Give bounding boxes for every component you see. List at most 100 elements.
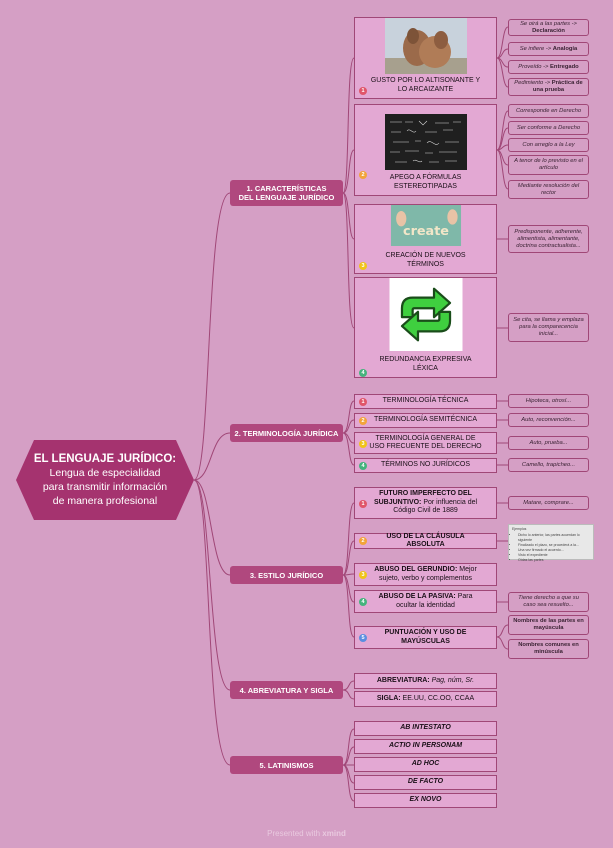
subtopic-bold: USO DE LA CLÁUSULA ABSOLUTA (386, 532, 465, 549)
leaf-declaracion[interactable]: Se oirá a las partes -> Declaración (508, 19, 589, 36)
number-badge: 2 (359, 537, 367, 545)
leaf-tiene-derecho[interactable]: Tiene derecho a que su caso sea resuelto… (508, 592, 589, 612)
note-item: Visto el expediente (518, 553, 590, 558)
leaf-text: Auto, prueba... (529, 439, 568, 446)
leaf-arreglo[interactable]: Con arreglo a la Ley (508, 138, 589, 152)
branch-label: 3. ESTILO JURÍDICO (249, 570, 324, 580)
subtopic-bold: SIGLA: (376, 694, 401, 702)
latinismo-de-facto[interactable]: DE FACTO (354, 775, 497, 790)
leaf-prueba[interactable]: Pedimiento -> Práctica de una prueba (508, 78, 589, 96)
leaf-text: Se cita, se llama y emplaza para la comp… (513, 317, 584, 337)
branch-abreviatura[interactable]: 4. ABREVIATURA Y SIGLA (230, 681, 343, 699)
leaf-minusculas[interactable]: Nombres comunes en minúscula (508, 639, 589, 659)
branch-terminologia[interactable]: 2. TERMINOLOGÍA JURÍDICA (230, 424, 343, 442)
note-item: Dicho lo anterior, las partes acuerdan l… (518, 533, 590, 543)
number-badge: 4 (359, 598, 367, 606)
leaf-text: Hipoteca, otrosí... (525, 397, 572, 404)
central-topic[interactable]: EL LENGUAJE JURÍDICO: Lengua de especial… (16, 440, 194, 520)
latinismo-label: AB INTESTATO (400, 724, 451, 732)
subtopic-abreviatura[interactable]: ABREVIATURA: Pag, núm, Sr. (354, 673, 497, 689)
leaf-tenor[interactable]: A tenor de lo previsto en el artículo (508, 155, 589, 175)
latinismo-ex-novo[interactable]: EX NOVO (354, 793, 497, 808)
latinismo-label: DE FACTO (407, 778, 444, 786)
latinismo-label: ACTIO IN PERSONAM (388, 742, 463, 750)
leaf-predisponente[interactable]: Predisponente, adherente, alimentista, a… (508, 225, 589, 253)
central-subtitle-line-3: de manera profesional (52, 495, 158, 507)
latinismo-actio-in-personam[interactable]: ACTIO IN PERSONAM (354, 739, 497, 754)
leaf-hipoteca[interactable]: Hipoteca, otrosí... (508, 394, 589, 408)
latinismo-label: AD HOC (411, 760, 440, 768)
note-item: Finalizado el plazo, se procederá a la..… (518, 543, 590, 548)
leaf-reconvencion[interactable]: Auto, reconvención... (508, 413, 589, 427)
subtopic-rest: Pag, núm, Sr. (429, 676, 475, 684)
leaf-entregado[interactable]: Proveído -> Entregado (508, 60, 589, 74)
latinismo-ad-hoc[interactable]: AD HOC (354, 757, 497, 772)
leaf-text: A tenor de lo previsto en el artículo (514, 158, 583, 171)
leaf-bold: Nombres comunes en minúscula (518, 642, 579, 655)
leaf-text: Tiene derecho a que su caso sea resuelto… (518, 595, 579, 608)
leaf-text: Predisponente, adherente, alimentista, a… (514, 228, 583, 249)
subtopic-creacion[interactable]: 3 create CREACIÓN DE NUEVOS TÉRMINOS (354, 204, 497, 274)
leaf-text: Se oirá a las partes -> (520, 20, 577, 27)
leaf-emplaza[interactable]: Se cita, se llama y emplaza para la comp… (508, 313, 589, 342)
leaf-matare[interactable]: Matare, comprare... (508, 496, 589, 510)
subtopic-sigla[interactable]: SIGLA: EE.UU, CC.OO, CCAA (354, 691, 497, 707)
create-letters-photo: create (390, 205, 461, 246)
leaf-text: Se infiere -> (519, 45, 553, 52)
number-badge: 4 (359, 462, 367, 470)
leaf-text: Matare, comprare... (523, 499, 574, 506)
leaf-text: Mediante resolución del rector (517, 182, 580, 196)
note-examples[interactable]: Ejemplos Dicho lo anterior, las partes a… (508, 524, 594, 562)
subtopic-label: APEGO A FÓRMULAS ESTEREOTIPADAS (389, 174, 462, 190)
central-subtitle-line-2: para transmitir información (42, 481, 168, 493)
leaf-camello[interactable]: Camello, trapicheo... (508, 458, 589, 472)
leaf-text: Proveído -> (518, 63, 551, 70)
footer-credit: Presented with xmind (0, 829, 613, 838)
branch-estilo[interactable]: 3. ESTILO JURÍDICO (230, 566, 343, 584)
leaf-bold: Declaración (532, 27, 565, 34)
subtopic-rest: Mejor sujeto, verbo y complementos (379, 566, 477, 582)
subtopic-bold: ABUSO DEL GERUNDIO: (374, 566, 458, 573)
subtopic-terminologia-tecnica[interactable]: 1 TERMINOLOGÍA TÉCNICA (354, 394, 497, 409)
branch-caracteristicas[interactable]: 1. CARACTERÍSTICAS DEL LENGUAJE JURÍDICO (230, 180, 343, 206)
subtopic-gusto[interactable]: 1 GUSTO POR LO ALTISONANTE Y LO ARCAIZAN… (354, 17, 497, 99)
subtopic-clausula-absoluta[interactable]: 2 USO DE LA CLÁUSULA ABSOLUTA (354, 533, 497, 549)
number-badge: 4 (359, 369, 367, 377)
branch-label: 5. LATINISMOS (259, 760, 314, 770)
subtopic-rest: Por influencia del Código Civil de 1889 (393, 498, 478, 515)
central-title: EL LENGUAJE JURÍDICO: (33, 453, 177, 465)
latinismo-ab-intestato[interactable]: AB INTESTATO (354, 721, 497, 736)
number-badge: 3 (359, 440, 367, 448)
leaf-bold: Práctica de una prueba (532, 80, 583, 93)
leaf-auto-prueba[interactable]: Auto, prueba... (508, 436, 589, 450)
number-badge: 1 (359, 500, 367, 508)
note-title: Ejemplos (512, 527, 527, 531)
number-badge: 1 (359, 398, 367, 406)
subtopic-bold: ABUSO DE LA PASIVA: (378, 593, 456, 600)
leaf-conforme[interactable]: Ser conforme a Derecho (508, 121, 589, 135)
subtopic-pasiva[interactable]: 4 ABUSO DE LA PASIVA: Para ocultar la ide… (354, 590, 497, 613)
leaf-mayusculas[interactable]: Nombres de las partes en mayúscula (508, 615, 589, 635)
subtopic-label: TERMINOLOGÍA SEMITÉCNICA (373, 416, 478, 424)
branch-label: 2. TERMINOLOGÍA JURÍDICA (234, 428, 339, 438)
subtopic-rest: EE.UU, CC.OO, CCAA (400, 694, 475, 702)
leaf-analogia[interactable]: Se infiere -> Analogía (508, 42, 589, 56)
leaf-resolucion[interactable]: Mediante resolución del rector (508, 180, 589, 199)
leaf-corresponde[interactable]: Corresponde en Derecho (508, 104, 589, 118)
dog-statue-photo (384, 18, 467, 74)
subtopic-label: TERMINOLOGÍA TÉCNICA (382, 397, 469, 405)
refresh-arrows-icon (389, 278, 462, 351)
subtopic-redundancia[interactable]: 4 REDUNDANCIA EXPRESIVA LÉXICA (354, 277, 497, 378)
subtopic-rest: Para ocultar la identidad (396, 593, 473, 609)
branch-latinismos[interactable]: 5. LATINISMOS (230, 756, 343, 774)
leaf-text: Auto, reconvención... (521, 416, 576, 423)
subtopic-apego[interactable]: 2 APEGO A FÓRMULAS ESTEREOTIPADAS (354, 104, 497, 196)
leaf-bold: Entregado (550, 63, 579, 70)
